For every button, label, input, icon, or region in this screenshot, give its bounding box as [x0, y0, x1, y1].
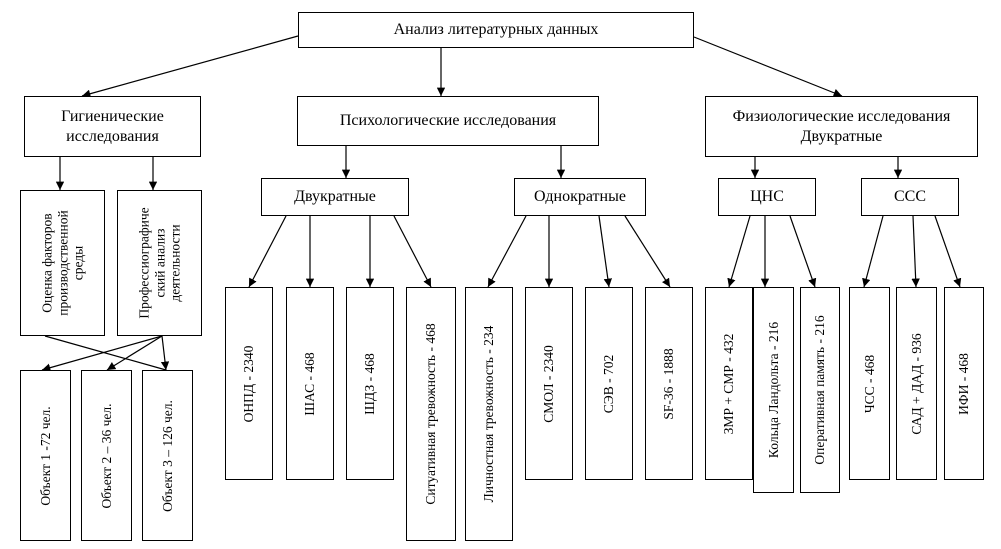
phys-cns-node: ЦНС: [718, 178, 816, 216]
cns-item-3: Оперативная память - 216: [800, 287, 840, 493]
hygiene-node: Гигиенические исследования: [24, 96, 201, 157]
psych-single-item-3: СЭВ - 702: [585, 287, 633, 480]
psych-single-item-4: SF-36 - 1888: [645, 287, 693, 480]
cns-item-2: Кольца Ландольта - 216: [753, 287, 794, 493]
psych-double-item-3-text: ШДЗ - 468: [362, 352, 378, 415]
psych-single-item-2: СМОЛ - 2340: [525, 287, 573, 480]
psych-double-item-1-text: ОНПД - 2340: [241, 345, 257, 422]
object-3-node: Объект 3 – 126 чел.: [142, 370, 193, 541]
psych-double-node: Двукратные: [261, 178, 409, 216]
phys-ccc-node: ССС: [861, 178, 959, 216]
psych-double-item-4-text: Ситуативная тревожность - 468: [423, 323, 439, 505]
psych-double-item-2-text: ШАС - 468: [302, 351, 318, 416]
ccc-item-1: ЧСС - 468: [849, 287, 890, 480]
object-2-text: Объект 2 – 36 чел.: [98, 403, 114, 508]
factors-node: Оценка факторов производственной среды: [20, 190, 105, 336]
factors-text: Оценка факторов производственной среды: [39, 210, 86, 316]
object-1-node: Объект 1 -72 чел.: [20, 370, 71, 541]
ccc-item-3-text: ИФИ - 468: [956, 352, 972, 415]
phys-node: Физиологические исследования Двукратные: [705, 96, 978, 157]
cns-item-1-text: ЗМР + СМР - 432: [721, 333, 737, 434]
object-3-text: Объект 3 – 126 чел.: [159, 399, 175, 512]
psych-single-item-2-text: СМОЛ - 2340: [541, 344, 557, 423]
root-node: Анализ литературных данных: [298, 12, 694, 48]
profession-text: Профессиографиче ский анализ деятельност…: [136, 207, 183, 319]
psych-double-item-4: Ситуативная тревожность - 468: [406, 287, 456, 541]
ccc-item-2: САД + ДАД - 936: [896, 287, 937, 480]
ccc-item-3: ИФИ - 468: [944, 287, 984, 480]
object-1-text: Объект 1 -72 чел.: [37, 405, 53, 506]
cns-item-1: ЗМР + СМР - 432: [705, 287, 753, 480]
object-2-node: Объект 2 – 36 чел.: [81, 370, 132, 541]
profession-node: Профессиографиче ский анализ деятельност…: [117, 190, 202, 336]
psych-double-item-1: ОНПД - 2340: [225, 287, 273, 480]
ccc-item-1-text: ЧСС - 468: [861, 354, 877, 413]
psych-node: Психологические исследования: [297, 96, 599, 146]
cns-item-2-text: Кольца Ландольта - 216: [765, 321, 781, 459]
psych-double-item-3: ШДЗ - 468: [346, 287, 394, 480]
psych-single-item-1: Личностная тревожность - 234: [465, 287, 513, 541]
psych-double-item-2: ШАС - 468: [286, 287, 334, 480]
psych-single-item-1-text: Личностная тревожность - 234: [481, 325, 497, 503]
psych-single-node: Однократные: [514, 178, 646, 216]
psych-single-item-3-text: СЭВ - 702: [601, 354, 617, 413]
ccc-item-2-text: САД + ДАД - 936: [908, 332, 924, 435]
psych-single-item-4-text: SF-36 - 1888: [661, 347, 677, 420]
cns-item-3-text: Оперативная память - 216: [812, 315, 828, 465]
